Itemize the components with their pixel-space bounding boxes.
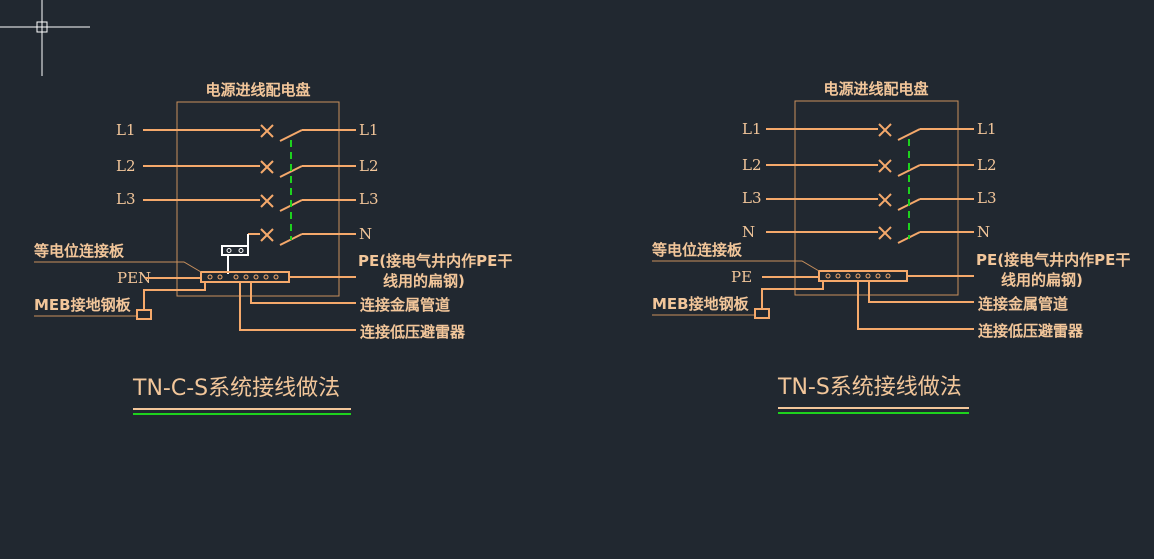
right-phase-label: L1: [359, 121, 379, 139]
meb-plate: [754, 308, 770, 319]
metal-pipe-conductor: [250, 282, 356, 304]
right-phase-label: L2: [977, 156, 997, 174]
meb-label: MEB接地钢板: [34, 296, 132, 314]
metal-pipe-label: 连接金属管道: [978, 295, 1068, 313]
breaker-cross-icon: [878, 193, 892, 207]
breaker-cross-icon: [260, 228, 274, 242]
right-phase-label: N: [977, 223, 990, 241]
right-phase-label: N: [359, 225, 372, 243]
breaker-cross-icon: [878, 159, 892, 173]
phase-line: [143, 160, 356, 178]
right-phase-label: L1: [977, 120, 997, 138]
breaker-cross-icon: [260, 160, 274, 174]
left-phase-label: L1: [742, 120, 762, 138]
phase-line: [766, 123, 974, 141]
panel-title: 电源进线配电盘: [205, 81, 310, 99]
bonding-busbar: [200, 271, 290, 283]
spd-label: 连接低压避雷器: [978, 322, 1084, 340]
pe-label: 线用的扁钢): [383, 272, 465, 290]
metal-pipe-label: 连接金属管道: [360, 296, 450, 314]
phase-line: [766, 193, 974, 211]
meb-label: MEB接地钢板: [652, 295, 750, 313]
right-phase-label: L3: [359, 190, 379, 208]
bus-label: PEN: [117, 269, 151, 287]
breaker-cross-icon: [878, 123, 892, 137]
breaker-cross-icon: [260, 194, 274, 208]
left-phase-label: L3: [742, 189, 762, 207]
phase-line: [766, 159, 974, 177]
phase-line: [143, 124, 356, 142]
bonding-board-label: 等电位连接板: [652, 241, 743, 259]
phase-line: [143, 194, 356, 212]
spd-conductor: [239, 282, 356, 331]
spd-conductor: [857, 281, 974, 330]
panel-title: 电源进线配电盘: [823, 80, 928, 98]
right-phase-label: L3: [977, 189, 997, 207]
spd-label: 连接低压避雷器: [360, 323, 466, 341]
pe-label: PE(接电气井内作PE干: [976, 251, 1130, 269]
left-phase-label: L2: [742, 156, 762, 174]
neutral-line: [766, 226, 974, 244]
diagram-tn-c-s: 电源进线配电盘 L1 L2 L3: [34, 81, 512, 415]
meb-conductor: [761, 281, 824, 309]
bus-label: PE: [731, 268, 752, 286]
pe-label: PE(接电气井内作PE干: [358, 252, 512, 270]
meb-plate: [136, 309, 152, 320]
bonding-busbar: [818, 270, 908, 282]
crosshair-cursor-icon: [0, 0, 90, 76]
breaker-cross-icon: [260, 124, 274, 138]
left-phase-label: L1: [116, 121, 136, 139]
metal-pipe-conductor: [868, 281, 974, 303]
leader-line: [34, 261, 202, 273]
n-pe-link: [221, 234, 249, 274]
neutral-line: [248, 228, 356, 246]
pe-label: 线用的扁钢): [1001, 271, 1083, 289]
diagram-tn-s: 电源进线配电盘 L1 L2 L3 N: [652, 80, 1130, 414]
leader-line: [652, 260, 820, 272]
meb-conductor: [143, 282, 206, 310]
left-phase-label: L2: [116, 157, 136, 175]
breaker-cross-icon: [878, 226, 892, 240]
diagram-caption: TN-C-S系统接线做法: [132, 376, 340, 401]
bonding-board-label: 等电位连接板: [34, 242, 125, 260]
diagram-caption: TN-S系统接线做法: [777, 375, 962, 400]
right-phase-label: L2: [359, 157, 379, 175]
left-phase-label: L3: [116, 190, 136, 208]
left-phase-label: N: [742, 223, 755, 241]
